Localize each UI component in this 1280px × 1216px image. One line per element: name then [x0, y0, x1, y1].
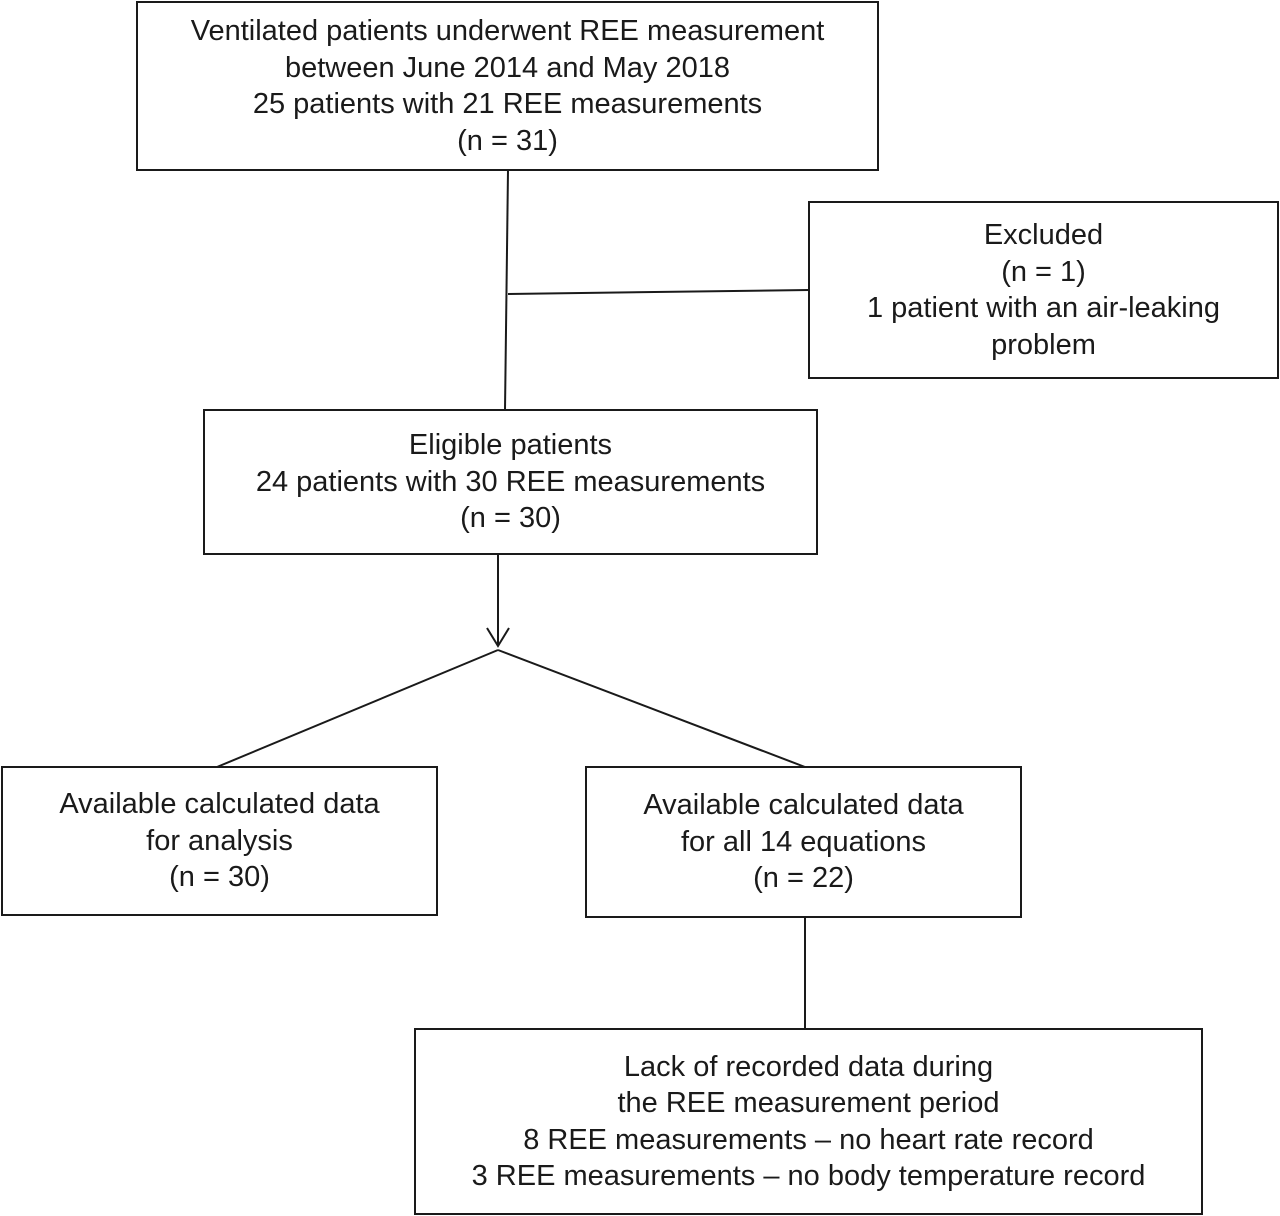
box-ventilated-patients: Ventilated patients underwent REE measur…: [136, 1, 879, 171]
box-line: the REE measurement period: [617, 1087, 1000, 1119]
box-line: (n = 30): [169, 861, 270, 894]
box-line: (n = 30): [460, 502, 561, 535]
connector-exclusion-branch: [507, 289, 810, 295]
connector-split-right: [497, 649, 806, 768]
connector-split-left: [216, 649, 499, 768]
box-line: 25 patients with 21 REE measurements: [252, 88, 763, 120]
box-line: Available calculated data: [59, 788, 380, 821]
box-line: Excluded: [983, 219, 1104, 251]
box-line: (n = 22): [753, 862, 854, 895]
box-line: problem: [991, 328, 1096, 361]
box-line: Eligible patients: [408, 429, 613, 462]
box-line: 8 REE measurements – no heart rate recor…: [523, 1123, 1094, 1156]
box-available-for-equations: Available calculated data for all 14 equ…: [585, 766, 1022, 918]
box-line: between June 2014 and May 2018: [284, 51, 730, 84]
box-available-for-analysis: Available calculated data for analysis (…: [1, 766, 438, 916]
box-line: (n = 1): [1001, 255, 1086, 288]
box-line: for all 14 equations: [680, 825, 927, 858]
box-line: 1 patient with an air-leaking: [866, 292, 1221, 324]
box-line: 24 patients with 30 REE measurements: [255, 465, 766, 498]
box-line: (n = 31): [457, 124, 558, 157]
box-eligible-patients: Eligible patients 24 patients with 30 RE…: [203, 409, 818, 555]
arrowhead: [486, 627, 510, 648]
connector-start-to-eligible: [504, 169, 509, 411]
box-line: Available calculated data: [643, 789, 964, 822]
box-line: Ventilated patients underwent REE measur…: [190, 15, 825, 47]
box-line: Lack of recorded data during: [623, 1050, 994, 1083]
box-line: for analysis: [146, 824, 293, 857]
box-excluded: Excluded (n = 1) 1 patient with an air-l…: [808, 201, 1279, 379]
box-lack-of-recorded-data: Lack of recorded data during the REE mea…: [414, 1028, 1203, 1215]
box-line: 3 REE measurements – no body temperature…: [471, 1160, 1146, 1192]
